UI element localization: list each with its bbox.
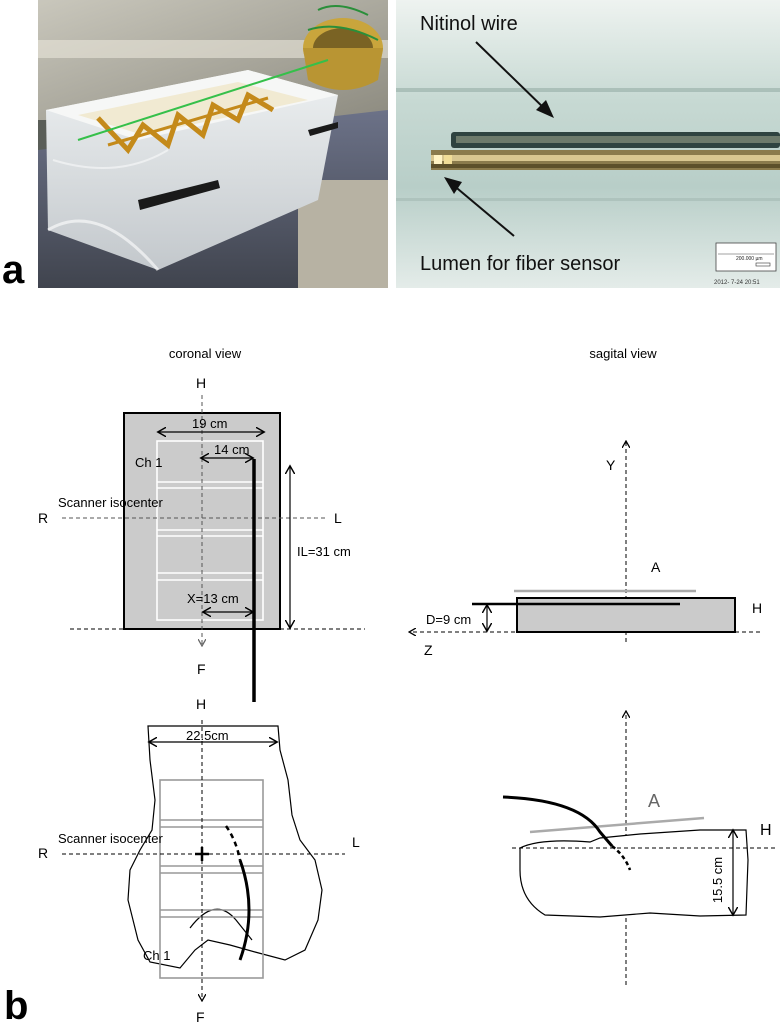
label-Z: Z [424,642,433,658]
dim-X: X=13 cm [187,591,239,606]
phantom-setup-photo [38,0,388,288]
scale-bar-box: 200.000 µm [715,242,777,272]
panel-label-b: b [4,984,29,1028]
timestamp-text: 2012- 7-24 20:51 [714,280,760,286]
arrow-to-lumen [444,177,515,237]
arrow-to-wire [475,41,554,118]
label-H-patient-sagital: H [760,822,772,839]
panel-label-a: a [2,248,25,292]
bucket-image [303,5,383,90]
isocenter-label: Scanner isocenter [58,495,163,510]
phantom-side-box [516,597,736,633]
scale-bar-text: 200.000 µm [736,256,763,262]
patient-coronal-view: H F R L Scanner isocenter 22.5cm Ch 1 [38,696,360,1024]
isocenter-label-patient: Scanner isocenter [58,831,163,846]
label-H: H [196,375,206,391]
label-A-patient: A [648,791,660,811]
dim-19cm: 19 cm [192,416,227,431]
channel-label: Ch 1 [135,455,162,470]
label-R: R [38,510,48,526]
label-F-patient: F [196,1009,205,1024]
phantom-box-image [46,59,338,271]
dim-15-5cm: 15.5 cm [710,857,725,903]
patient-outline-sagital [519,829,749,918]
phantom-sagital-view: Y A H Z D=9 cm [410,442,762,658]
label-F: F [197,661,206,677]
label-H-sagital: H [752,600,762,616]
coronal-view-title: coronal view [169,346,242,361]
dim-D: D=9 cm [426,612,471,627]
needle-path-coronal [238,859,251,961]
lumen-label: Lumen for fiber sensor [420,253,620,275]
dim-14cm: 14 cm [214,442,249,457]
needle-path-sagital [502,795,614,847]
dim-22-5cm: 22.5cm [186,728,229,743]
label-R-patient: R [38,845,48,861]
phantom-coronal-view: H F R L Scanner isocenter 19 cm 14 cm Ch… [38,375,365,702]
nitinol-wire-image [431,132,780,170]
sagital-view-title: sagital view [589,346,657,361]
microscope-photo: Nitinol wire Lumen for fiber sensor 200.… [396,0,780,288]
label-L: L [334,510,342,526]
label-H-patient: H [196,696,206,712]
dim-IL: IL=31 cm [297,544,351,559]
label-A-top: A [651,559,661,575]
patient-outline-coronal [127,725,323,969]
label-L-patient: L [352,834,360,850]
channel-label-patient: Ch 1 [143,948,170,963]
isocenter-cross [195,847,209,861]
patient-sagital-view: A H 15.5 cm [502,712,775,985]
nitinol-wire-label: Nitinol wire [420,13,518,35]
channel-grid-patient [159,779,264,979]
label-Y: Y [606,457,616,473]
